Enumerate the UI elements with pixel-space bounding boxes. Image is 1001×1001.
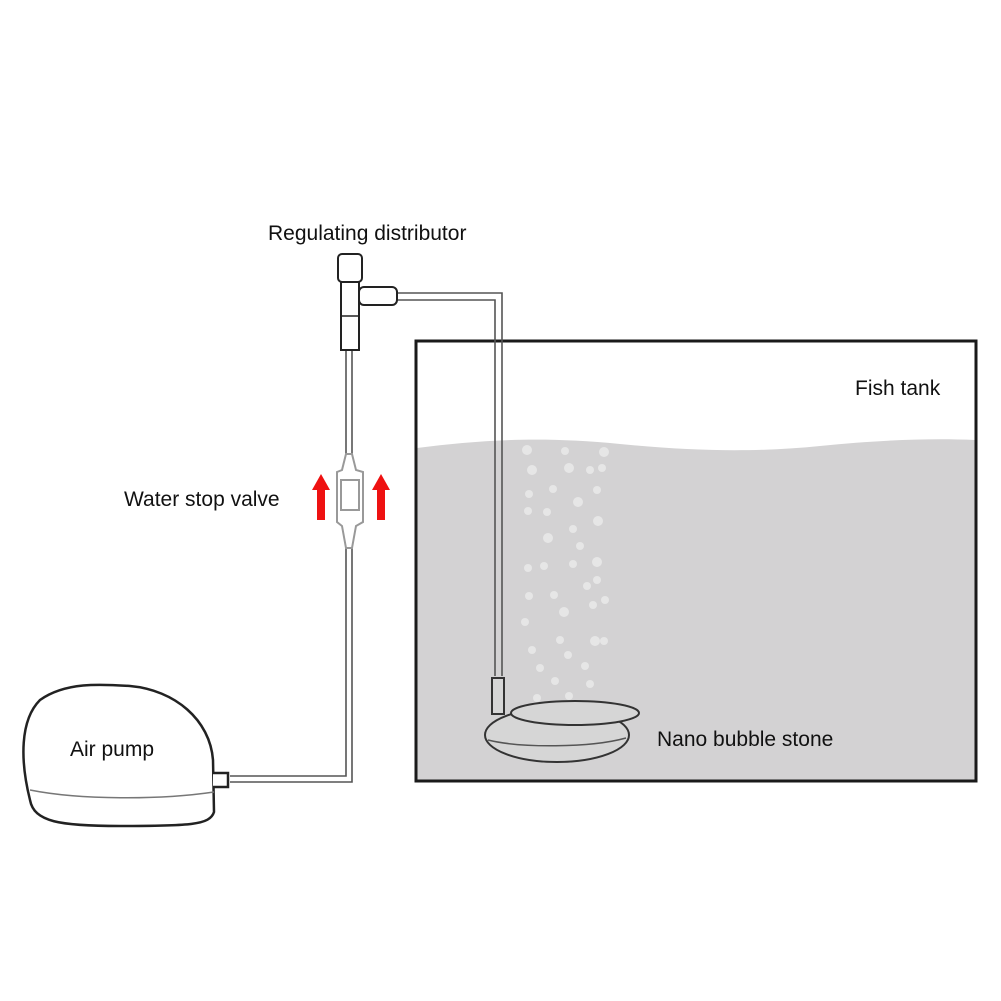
label-air-pump: Air pump <box>70 738 155 761</box>
regulating-distributor <box>337 253 398 351</box>
label-fish-tank: Fish tank <box>855 377 941 400</box>
airflow-arrow-right <box>372 474 390 520</box>
bubbles <box>521 445 609 702</box>
water-stop-valve <box>336 453 364 549</box>
label-water-stop-valve: Water stop valve <box>124 488 280 511</box>
air-pump <box>22 683 230 828</box>
label-regulating-distributor: Regulating distributor <box>268 222 467 245</box>
airflow-arrow-left <box>312 474 330 520</box>
fish-tank-outline <box>414 339 978 783</box>
air-tube-main <box>230 350 353 783</box>
label-nano-bubble-stone: Nano bubble stone <box>657 728 834 751</box>
air-tube-to-stone <box>396 292 503 676</box>
tank-water <box>417 439 975 780</box>
nano-bubble-stone <box>484 677 640 763</box>
